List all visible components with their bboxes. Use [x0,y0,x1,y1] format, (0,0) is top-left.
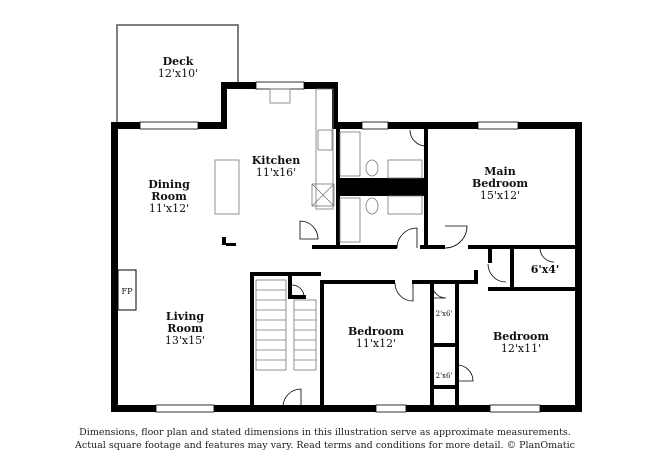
toilet-top [365,159,379,177]
main-bedroom-label-1: Main [484,165,515,178]
bedroom-center-dims: 11'x12' [356,337,396,350]
deck-outline [116,24,239,122]
bedroom-right-label: Bedroom [493,330,549,343]
dining-label-2: Room [151,190,187,203]
fireplace: FP [117,269,137,311]
fireplace-label: FP [122,287,134,296]
interior-walls [222,128,578,408]
main-bedroom-label-2: Bedroom [472,177,528,190]
bathtub-bottom [339,197,361,243]
disclaimer-line-2: Actual square footage and features may v… [75,440,575,451]
stove [317,129,333,151]
kitchen-island [214,159,240,215]
kitchen-sink [269,88,291,104]
closet-b-dims: 2'x6' [436,372,453,380]
vanity-top [387,159,423,179]
fridge [311,183,335,207]
toilet-bottom [365,197,379,215]
deck-dims: 12'x10' [158,67,198,80]
main-bedroom-dims: 15'x12' [480,189,520,202]
bedroom-right-dims: 12'x11' [501,342,541,355]
staircase [255,279,317,371]
closet-6x4-dims: 6'x4' [531,263,560,276]
bathtub-top [339,131,361,177]
fixtures [214,88,423,371]
counter-top [315,88,334,210]
living-dims: 13'x15' [165,334,205,347]
disclaimer-line-1: Dimensions, floor plan and stated dimens… [79,427,571,438]
kitchen-label: Kitchen [252,154,301,167]
deck-label: Deck [163,55,194,68]
dining-label-1: Dining [148,178,190,191]
bedroom-center-label: Bedroom [348,325,404,338]
room-labels: Deck 12'x10' Kitchen 11'x16' Dining Room… [148,55,559,380]
dining-dims: 11'x12' [149,202,189,215]
vanity-bottom [387,195,423,215]
living-label-1: Living [166,310,204,323]
closet-a-dims: 2'x6' [436,310,453,318]
living-label-2: Room [167,322,203,335]
doors [282,129,555,408]
windows [139,81,541,413]
kitchen-dims: 11'x16' [256,166,296,179]
